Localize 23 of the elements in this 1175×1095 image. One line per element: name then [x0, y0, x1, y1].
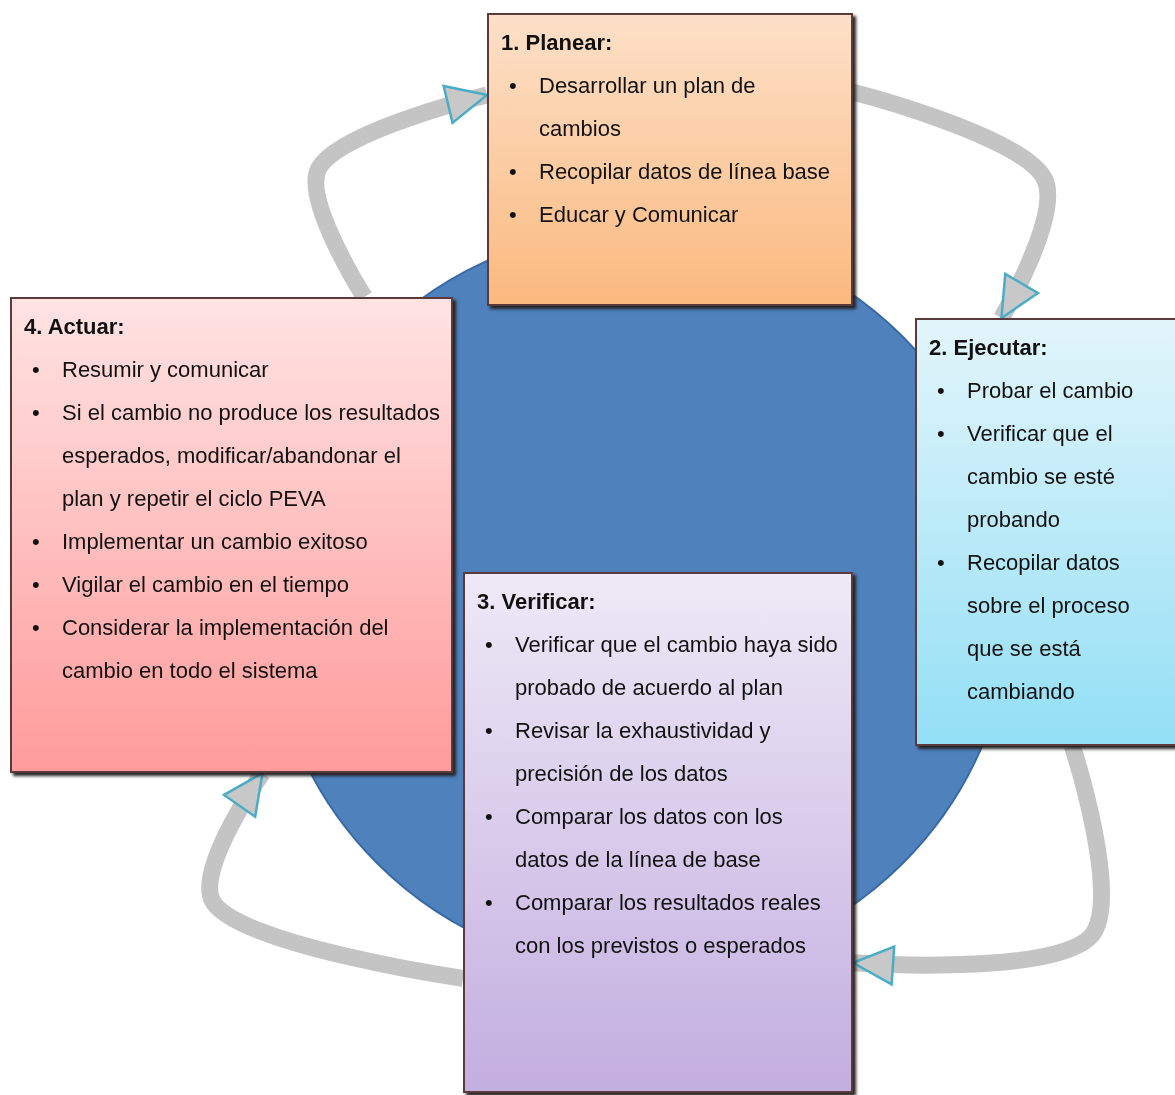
step-heading: 1. Planear:	[501, 29, 613, 57]
bullet-item: • Verificar que el cambio haya sido probado de acuerdo al plan	[484, 631, 839, 702]
bullet-item: • Considerar la implementación del cambio en todo el sistema	[31, 614, 390, 685]
step-box	[487, 13, 853, 306]
bullet-item: • Revisar la exhaustividad y precisión de los datos	[484, 717, 772, 788]
bullet-item: • Verificar que el cambio se esté probando	[936, 420, 1116, 534]
step-box	[10, 297, 453, 773]
bullet-item: • Recopilar datos de línea base	[508, 158, 832, 186]
bullet-item: • Si el cambio no produce los resultados esperados, modificar/abandonar el plan y repetir el ciclo PEVA	[31, 399, 441, 513]
step-heading: 3. Verificar:	[477, 588, 596, 616]
step-box	[463, 572, 853, 1093]
step-heading: 2. Ejecutar:	[929, 334, 1048, 362]
bullet-item: • Implementar un cambio exitoso	[31, 528, 369, 556]
bullet-item: • Resumir y comunicar	[31, 356, 270, 384]
step-box	[915, 318, 1175, 746]
bullet-item: • Comparar los resultados reales con los previstos o esperados	[484, 889, 822, 960]
bullet-item: • Probar el cambio	[936, 377, 1135, 405]
bullet-item: • Desarrollar un plan de cambios	[508, 72, 757, 143]
step-heading: 4. Actuar:	[24, 313, 125, 341]
bullet-item: • Educar y Comunicar	[508, 201, 740, 229]
bullet-item: • Comparar los datos con los datos de la línea de base	[484, 803, 784, 874]
bullet-item: • Recopilar datos sobre el proceso que se está cambiando	[936, 549, 1131, 706]
bullet-item: • Vigilar el cambio en el tiempo	[31, 571, 350, 599]
